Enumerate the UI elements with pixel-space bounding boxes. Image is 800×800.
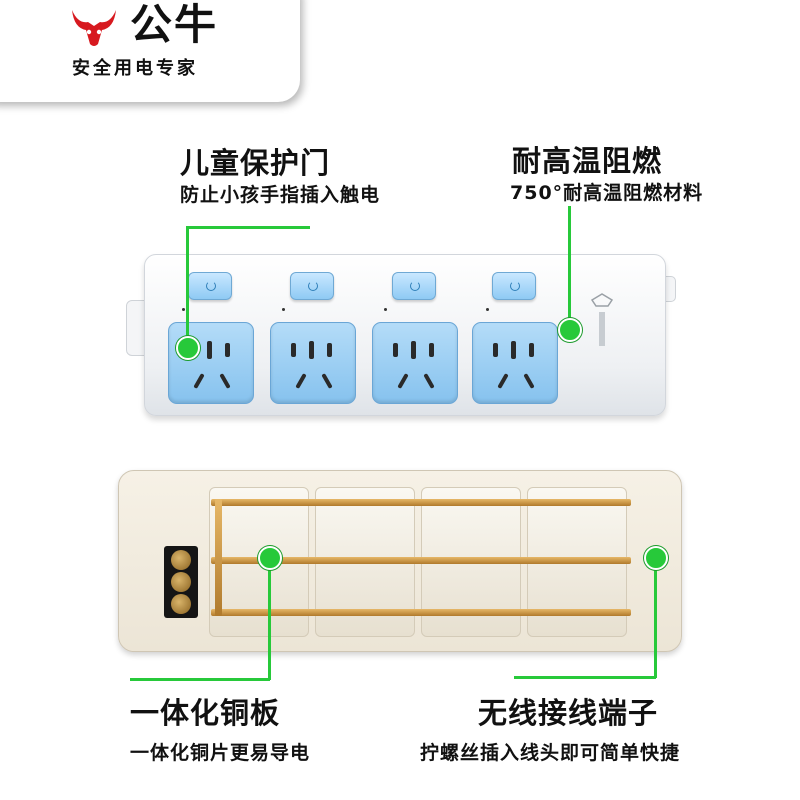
bull-head-icon (72, 10, 116, 46)
indicator-dot (182, 308, 185, 311)
wire-terminal-block (164, 546, 198, 618)
brand-slogan: 安全用电专家 (72, 58, 198, 79)
copper-bar-middle (211, 557, 631, 564)
indicator-dot (282, 308, 285, 311)
copper-bar-vertical (215, 499, 222, 616)
leader-line (186, 226, 189, 348)
power-strip-inside (118, 470, 682, 652)
outlet-1 (168, 322, 254, 404)
switch-button-4[interactable] (492, 272, 536, 300)
callout-dot-copper-plate (258, 546, 282, 570)
feature-subtitle-terminal: 拧螺丝插入线头即可简单快捷 (420, 742, 681, 764)
switch-button-1[interactable] (188, 272, 232, 300)
screw-icon (171, 572, 191, 592)
brand-name: 公牛 (130, 0, 219, 49)
feature-title-child-door: 儿童保护门 (180, 146, 331, 180)
switch-button-3[interactable] (392, 272, 436, 300)
copper-bar-bottom (211, 609, 631, 616)
feature-title-copper-plate: 一体化铜板 (130, 696, 281, 730)
screw-icon (171, 594, 191, 614)
feature-title-terminal: 无线接线端子 (478, 696, 659, 730)
feature-subtitle-flame-retardant: 750°耐高温阻燃材料 (510, 182, 704, 204)
outlet-2 (270, 322, 356, 404)
callout-dot-flame-retardant (558, 318, 582, 342)
indicator-dot (486, 308, 489, 311)
callout-dot-terminal (644, 546, 668, 570)
indicator-dot (384, 308, 387, 311)
brand-card: 公牛 安全用电专家 (0, 0, 300, 102)
screw-icon (171, 550, 191, 570)
feature-subtitle-child-door: 防止小孩手指插入触电 (180, 184, 381, 206)
leader-line (568, 206, 571, 328)
callout-dot-child-door (176, 336, 200, 360)
leader-line (130, 678, 270, 681)
feature-title-flame-retardant: 耐高温阻燃 (512, 144, 663, 178)
leader-line (514, 676, 656, 679)
switch-button-2[interactable] (290, 272, 334, 300)
leader-line (268, 556, 271, 680)
bull-logo-icon (590, 293, 614, 346)
outlet-3 (372, 322, 458, 404)
feature-subtitle-copper-plate: 一体化铜片更易导电 (130, 742, 311, 764)
leader-line (186, 226, 310, 229)
outlet-4 (472, 322, 558, 404)
leader-line (654, 556, 657, 678)
copper-bar-top (211, 499, 631, 506)
